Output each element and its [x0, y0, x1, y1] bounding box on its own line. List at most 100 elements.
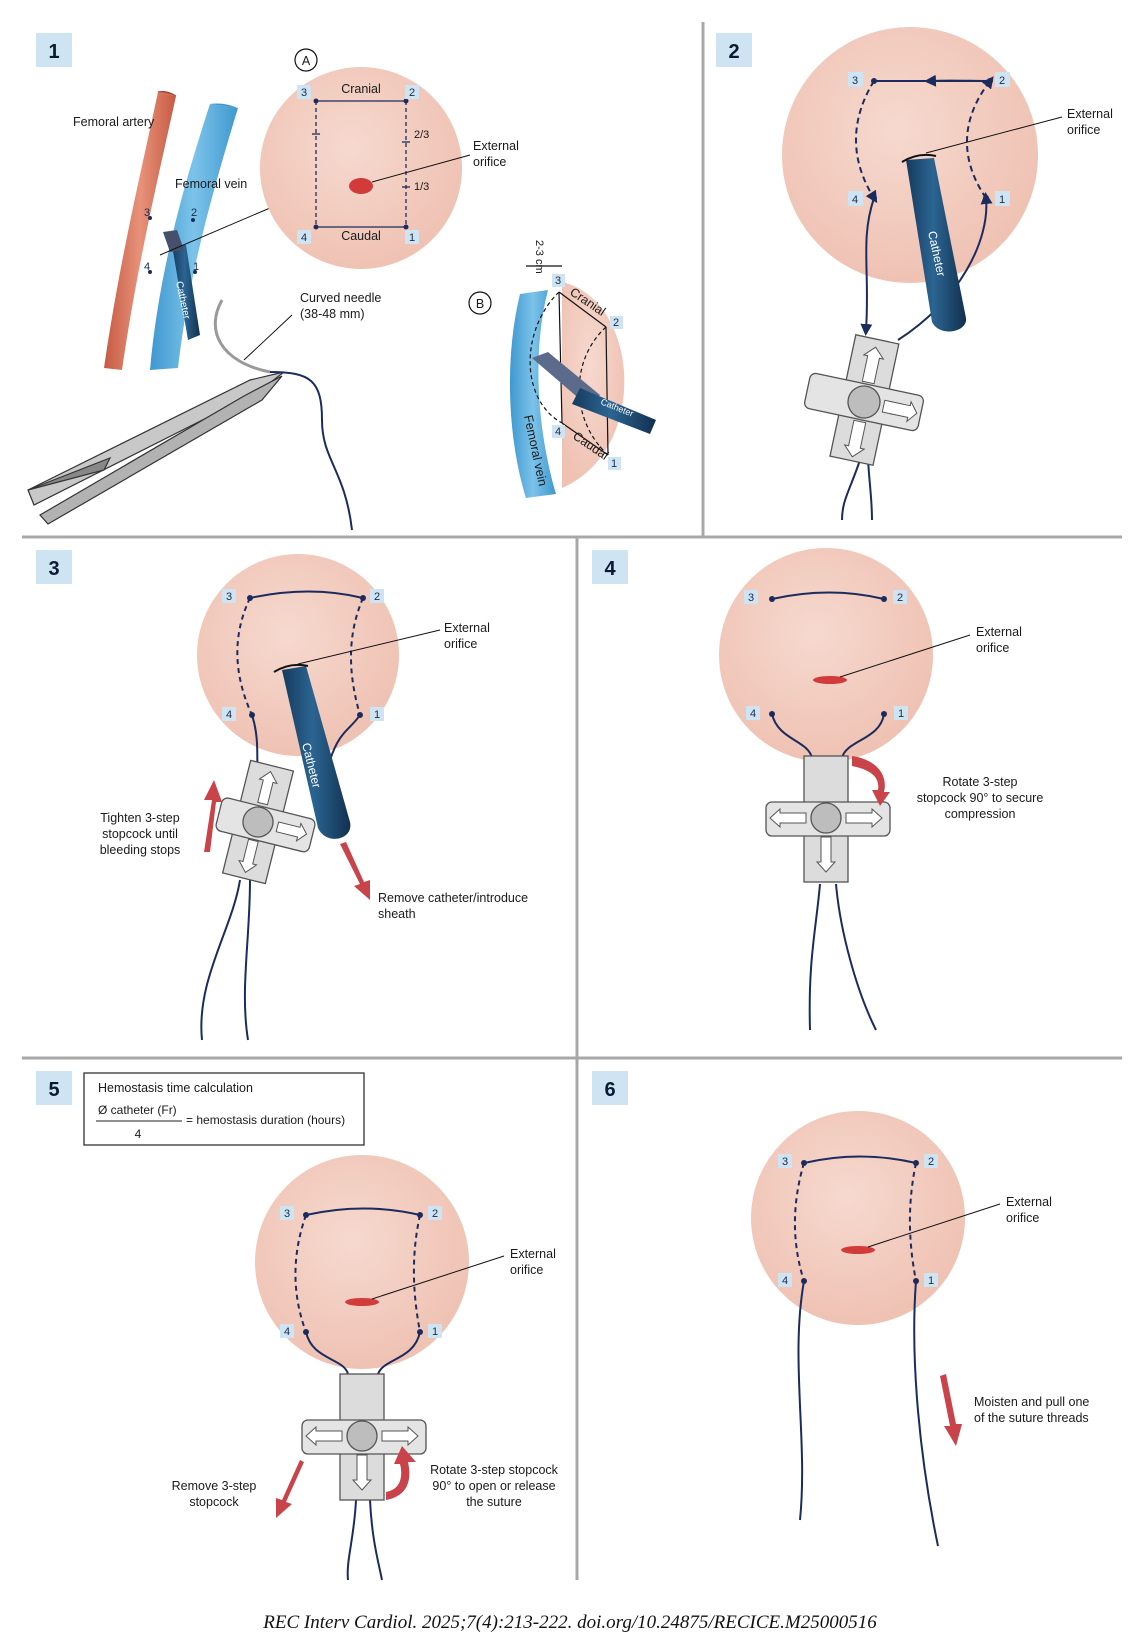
panel-1-badge — [36, 33, 72, 67]
pull-text-2: of the suture threads — [974, 1411, 1089, 1425]
calc-box — [83, 1072, 365, 1146]
external-orifice-2-label-1: External — [1067, 107, 1113, 121]
panel-4-badge — [592, 550, 628, 584]
suture-path-5 — [294, 1207, 421, 1581]
panel-dividers — [22, 22, 1122, 1580]
p6-point-1: 1 — [928, 1275, 934, 1287]
skin-circle-a — [260, 67, 462, 269]
external-orifice-a-label-1: External — [473, 139, 519, 153]
p2-point-3: 3 — [852, 75, 858, 87]
external-orifice-4 — [813, 676, 847, 684]
panel-2: 2 3 2 4 1 Catheter External orifice — [716, 27, 1113, 521]
p4-point-1: 1 — [898, 708, 904, 720]
panel-2-number: 2 — [728, 41, 739, 63]
remove-catheter-arrow — [340, 842, 370, 900]
p4-point-4: 4 — [750, 708, 756, 720]
rotate-text-4-2: stopcock 90° to secure — [917, 791, 1044, 805]
panel-5-number: 5 — [48, 1079, 59, 1101]
skin-circle-4 — [719, 548, 933, 762]
p3-point-2: 2 — [374, 591, 380, 603]
panel-4-number: 4 — [604, 558, 616, 580]
curved-needle-size: (38-48 mm) — [300, 307, 365, 321]
suture-square-a — [312, 100, 410, 228]
external-orifice-3-label-1: External — [444, 621, 490, 635]
marker-b-label: B — [476, 297, 484, 311]
vein-point-1: 1 — [193, 261, 199, 273]
tighten-text-2: stopcock until — [102, 827, 178, 841]
stopcock-3 — [215, 759, 316, 885]
catheter-b — [572, 388, 656, 434]
remove-catheter-text-1: Remove catheter/introduce — [378, 891, 528, 905]
external-orifice-4-label-2: orifice — [976, 641, 1009, 655]
two-thirds-label: 2/3 — [414, 129, 429, 141]
external-orifice-5-label-1: External — [510, 1247, 556, 1261]
remove-catheter-text-2: sheath — [378, 907, 416, 921]
needle-thread — [269, 371, 353, 531]
p2-point-4: 4 — [852, 194, 858, 206]
panel-2-badge — [716, 33, 752, 67]
pull-text-1: Moisten and pull one — [974, 1395, 1089, 1409]
one-third-label: 1/3 — [414, 181, 429, 193]
rotate-text-4-3: compression — [945, 807, 1016, 821]
tighten-arrow — [204, 780, 222, 852]
panel-3-badge — [36, 550, 72, 584]
vein-point-2: 2 — [191, 207, 197, 219]
catheter-2 — [906, 158, 967, 332]
rotate-text-5-1: Rotate 3-step stopcock — [430, 1463, 559, 1477]
skin-side-b — [562, 282, 625, 488]
panel-1-number: 1 — [48, 41, 59, 63]
p5-point-1: 1 — [432, 1326, 438, 1338]
p6-point-2: 2 — [928, 1156, 934, 1168]
external-orifice-5-label-2: orifice — [510, 1263, 543, 1277]
external-orifice-3-label-2: orifice — [444, 637, 477, 651]
external-orifice-a-label-2: orifice — [473, 155, 506, 169]
panel-6: 6 3 2 4 1 External orifice Moisten and p… — [592, 1071, 1089, 1547]
curved-needle — [213, 299, 271, 374]
tighten-text-3: bleeding stops — [100, 843, 181, 857]
stopcock-2 — [803, 334, 925, 467]
external-orifice-6-label-1: External — [1006, 1195, 1052, 1209]
p5-point-3: 3 — [284, 1208, 290, 1220]
panel-4: 4 3 2 4 1 External orifice Rotate 3-step… — [592, 548, 1044, 1031]
panel-3-number: 3 — [48, 558, 59, 580]
b-point-1: 1 — [611, 458, 617, 470]
rotate-arrow-4 — [852, 756, 890, 806]
p6-point-3: 3 — [782, 1156, 788, 1168]
p4-point-2: 2 — [897, 592, 903, 604]
calc-numerator: Ø catheter (Fr) — [98, 1103, 177, 1117]
p3-point-3: 3 — [226, 591, 232, 603]
p2-point-1: 1 — [999, 194, 1005, 206]
external-orifice-5 — [345, 1298, 379, 1306]
remove-stopcock-text-2: stopcock — [189, 1495, 239, 1509]
panel-1: 1 Catheter 3 2 4 1 Femoral artery Femora… — [27, 33, 656, 531]
cranial-label-a: Cranial — [341, 82, 381, 96]
remove-stopcock-arrow — [276, 1460, 304, 1518]
femoral-artery-label: Femoral artery — [73, 115, 155, 129]
marker-a-label: A — [302, 54, 311, 68]
p5-point-2: 2 — [432, 1208, 438, 1220]
p2-point-2: 2 — [999, 75, 1005, 87]
p4-point-3: 3 — [748, 592, 754, 604]
femoral-vein — [150, 104, 238, 370]
a-point-4: 4 — [301, 232, 307, 244]
skin-circle-6 — [751, 1111, 965, 1325]
distance-label: 2-3 cm — [533, 240, 545, 274]
pull-arrow — [940, 1374, 962, 1446]
rotate-text-5-3: the suture — [466, 1495, 522, 1509]
suture-path-4 — [771, 591, 885, 1031]
marker-a — [294, 48, 318, 72]
calc-denominator: 4 — [135, 1127, 142, 1141]
a-point-3: 3 — [301, 87, 307, 99]
rotate-text-4-1: Rotate 3-step — [942, 775, 1017, 789]
panel-5: 5 Hemostasis time calculation Ø catheter… — [36, 1071, 559, 1581]
rotate-arrow-5 — [386, 1446, 416, 1500]
skin-circle-2 — [782, 27, 1038, 283]
vein-point-4: 4 — [144, 261, 150, 273]
calc-result: = hemostasis duration (hours) — [186, 1113, 345, 1127]
vein-points — [148, 216, 197, 274]
femoral-vein-b — [509, 290, 556, 498]
b-point-3: 3 — [555, 275, 561, 287]
b-point-2: 2 — [613, 317, 619, 329]
marker-b — [468, 291, 492, 315]
